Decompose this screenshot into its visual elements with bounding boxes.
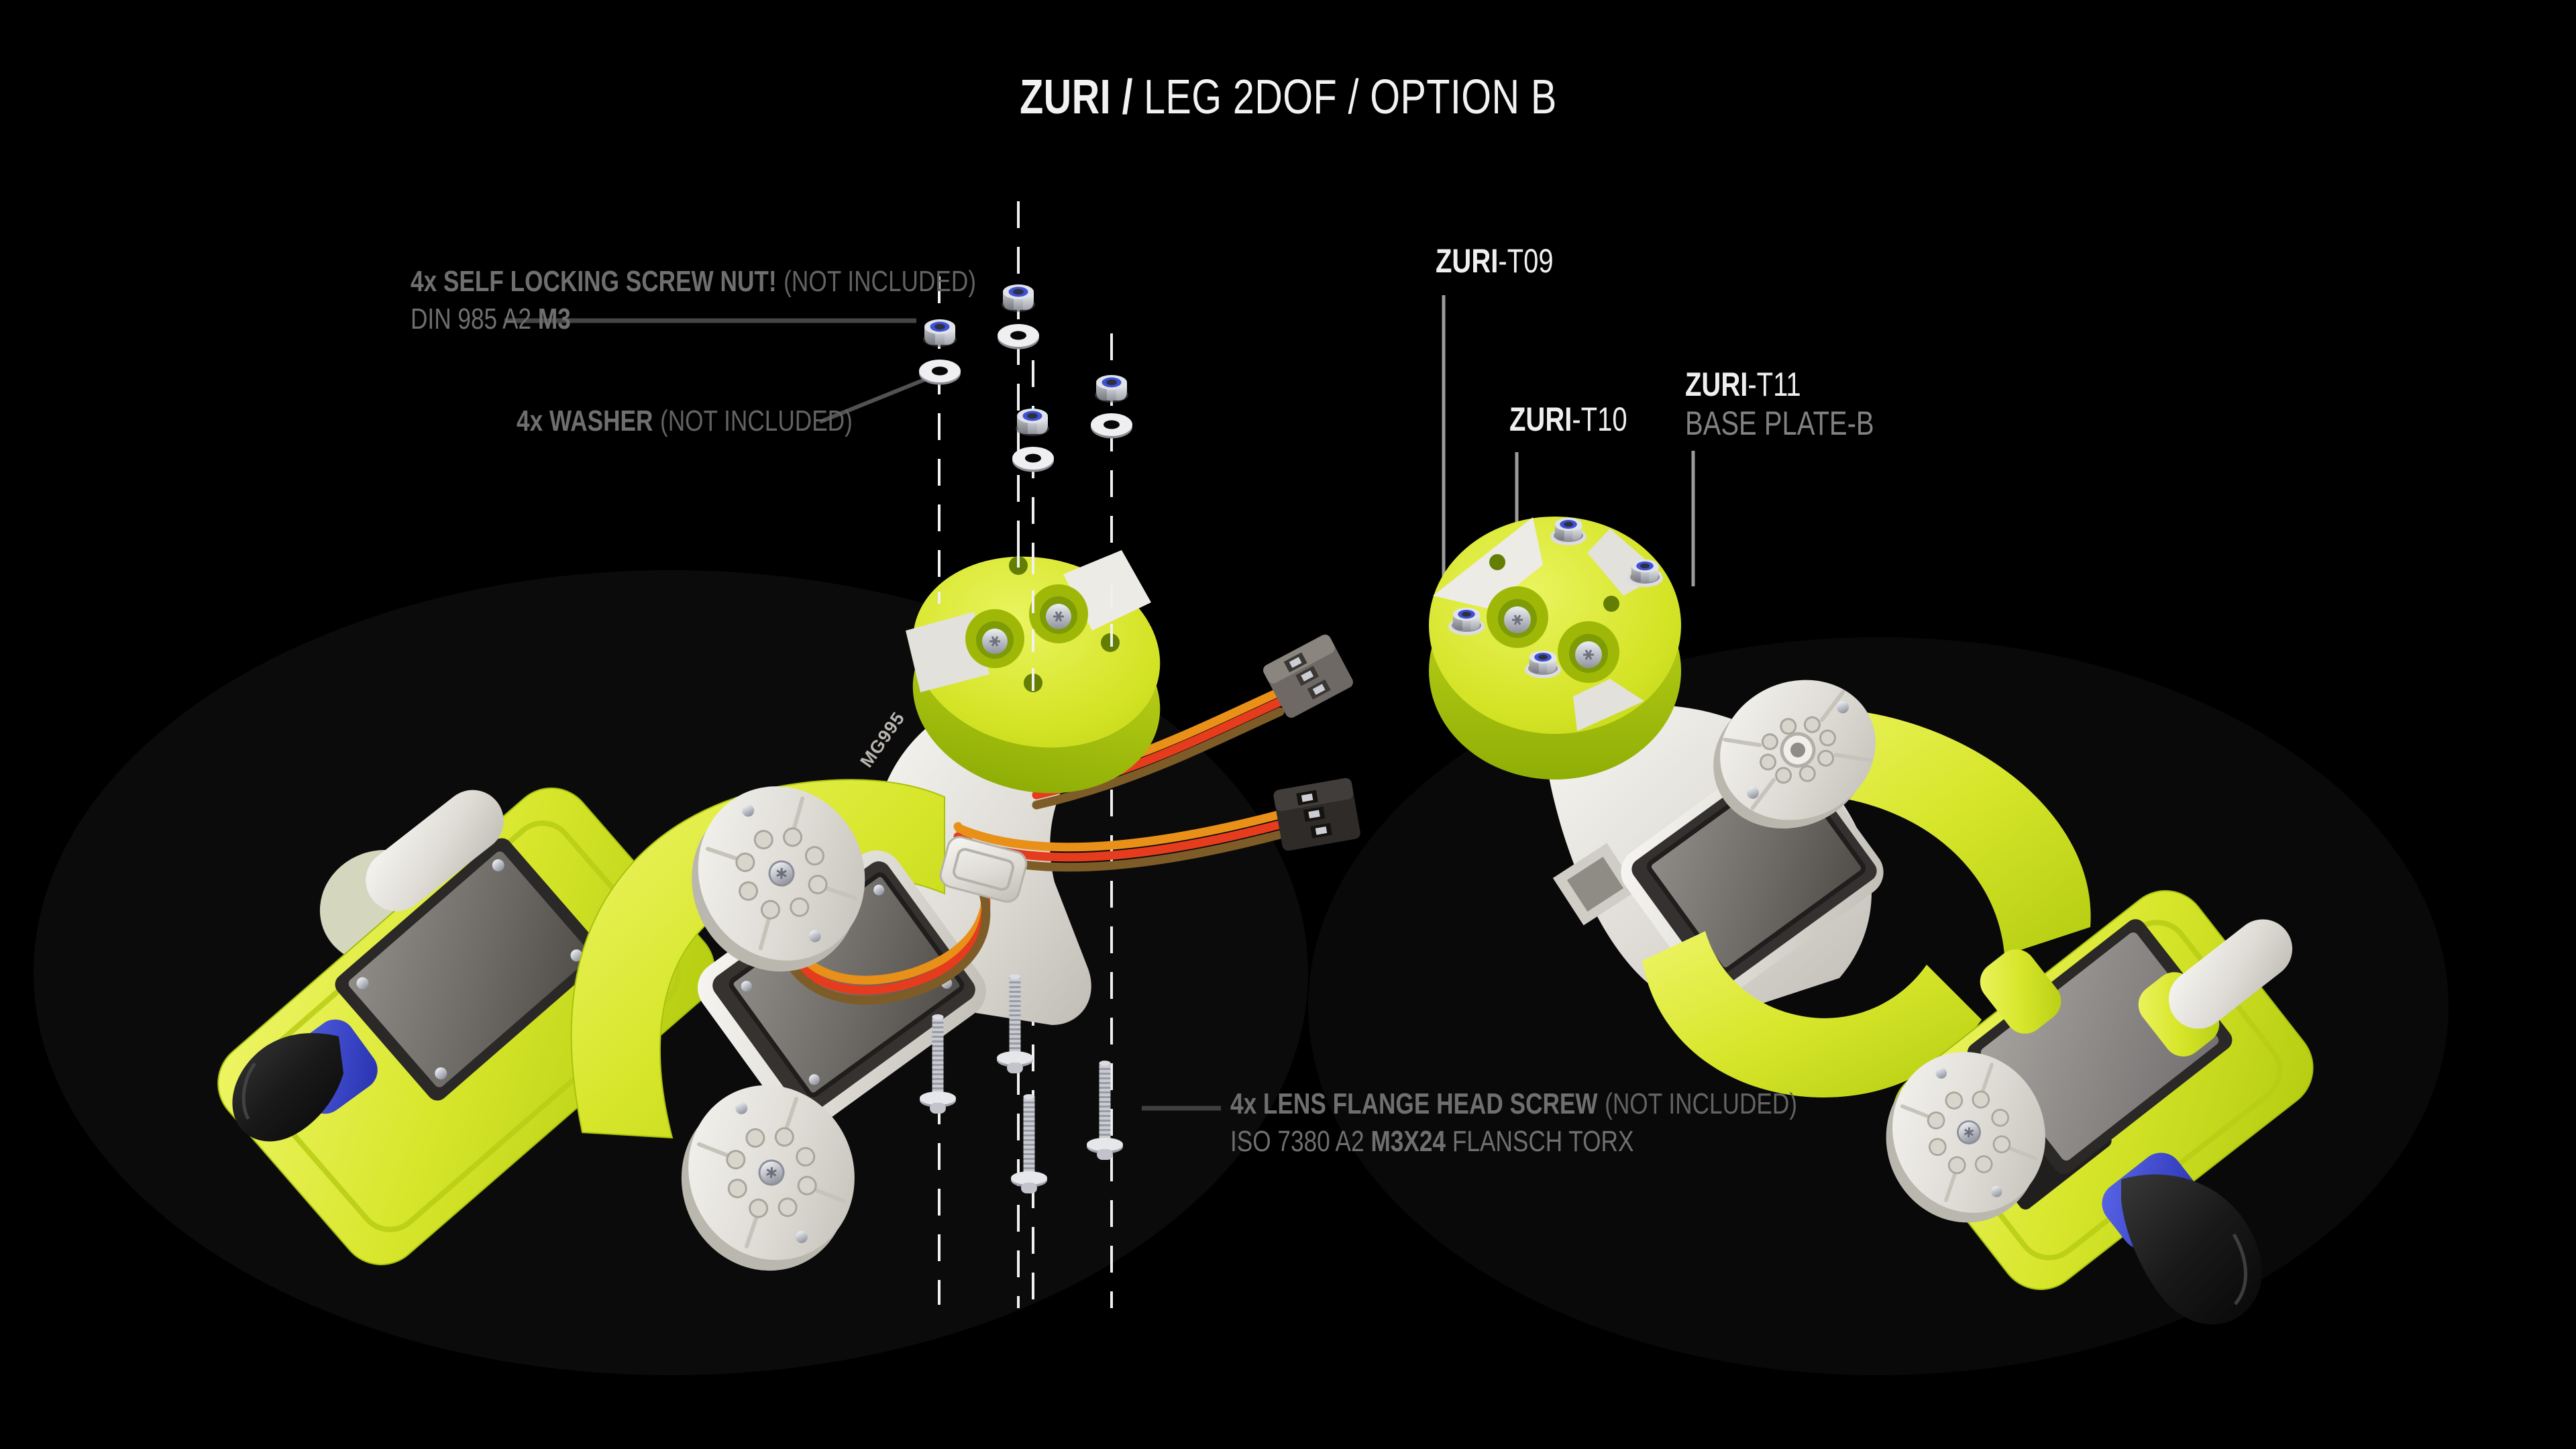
label-washer: 4x WASHER(NOT INCLUDED) (517, 402, 936, 440)
plate-insert-white-right-1 (1433, 517, 1543, 608)
washer-note: (NOT INCLUDED) (659, 405, 853, 437)
label-part-t10: ZURI-T10 (1509, 400, 1656, 439)
label-part-t09: ZURI-T09 (1436, 241, 1582, 280)
t11-brand: ZURI (1685, 366, 1748, 403)
screw-qty: 4x LENS FLANGE HEAD SCREW (1230, 1087, 1598, 1120)
t09-brand: ZURI (1436, 242, 1499, 280)
t10-id: -T10 (1572, 400, 1627, 438)
plate-counterbore-right-1 (1487, 586, 1548, 648)
axis-dashes-over-plate (938, 545, 1113, 698)
t11-id: -T11 (1748, 366, 1801, 403)
cable-strap (939, 836, 1028, 903)
diagram-title: ZURI /LEG 2DOF / OPTION B (0, 70, 2576, 125)
t11-name: BASE PLATE-B (1685, 405, 1874, 442)
lock-nut-qty: 4x SELF LOCKING SCREW NUT! (411, 265, 777, 298)
lock-nut-3 (1016, 409, 1049, 436)
left-leg-assembly-exploded: MG995 (217, 545, 1360, 1298)
hip-plate-left (906, 550, 1161, 794)
t09-id: -T09 (1498, 242, 1554, 280)
yellow-clip-right-1 (1980, 949, 2061, 1034)
leader-line-washer (818, 378, 926, 424)
lock-nut-spec: DIN 985 A2 (411, 302, 532, 335)
base-plate-right (1429, 517, 1681, 780)
plate-counterbore-right-2 (1558, 621, 1619, 683)
white-cap-left-leg (366, 790, 504, 912)
washer-1 (919, 360, 961, 385)
screw-spec: ISO 7380 A2 (1230, 1124, 1364, 1158)
lock-nut-4 (1095, 375, 1128, 402)
lock-nut-spec-size: M3 (537, 302, 571, 335)
washer-4 (1091, 413, 1132, 439)
washer-3 (1012, 447, 1054, 472)
right-leg-assembly: MG995 (1429, 517, 2314, 1325)
title-rest: LEG 2DOF / OPTION B (1143, 70, 1557, 124)
label-part-t11: ZURI-T11 BASE PLATE-B (1685, 365, 1921, 443)
screw-spec-type: FLANSCH TORX (1452, 1124, 1634, 1158)
plate-counterbore-2 (1029, 584, 1088, 643)
leader-lines (504, 295, 1695, 1111)
screw-spec-size: M3X24 (1371, 1124, 1446, 1158)
servo-window-left-leg (335, 838, 604, 1101)
washer-qty: 4x WASHER (517, 405, 653, 437)
plate-counterbore-1 (965, 609, 1024, 668)
label-screw: 4x LENS FLANGE HEAD SCREW(NOT INCLUDED) … (1230, 1085, 1939, 1161)
white-cap-right-leg (2168, 919, 2293, 1029)
servo-connector-lower (1273, 777, 1360, 851)
label-lock-nut: 4x SELF LOCKING SCREW NUT!(NOT INCLUDED)… (411, 263, 1118, 338)
foot-rubber-tip-right (2121, 1174, 2262, 1325)
plate-insert-white-right-3 (1573, 679, 1644, 731)
foot-left (232, 1019, 378, 1142)
servo-connector-upper (1263, 635, 1353, 718)
t10-brand: ZURI (1509, 400, 1572, 438)
title-brand: ZURI / (1019, 70, 1133, 124)
chassis-pocket-right (1552, 843, 1638, 926)
screw-note: (NOT INCLUDED) (1605, 1087, 1797, 1120)
foot-right (2102, 1152, 2262, 1325)
installed-nuts-right-plate (1448, 517, 1663, 678)
lock-nut-note: (NOT INCLUDED) (784, 265, 976, 298)
lower-wrap-yellow-right (1642, 931, 1982, 1097)
foot-rubber-tip-left (232, 1033, 343, 1142)
